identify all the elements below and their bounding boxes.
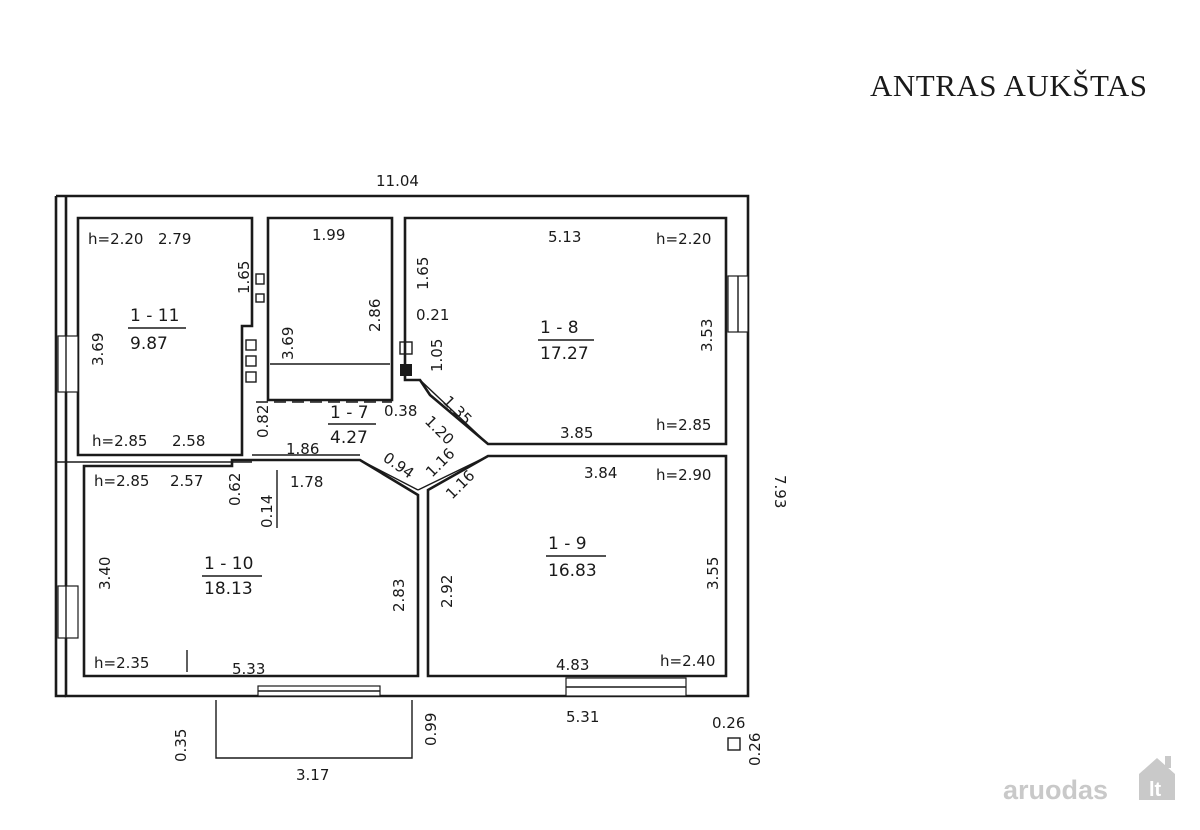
- r11-area: 9.87: [130, 334, 168, 354]
- r10-hall-width: 1.78: [290, 473, 323, 491]
- windows: [57, 275, 749, 697]
- r8-right: 3.53: [698, 319, 716, 352]
- inner-details: [56, 363, 489, 672]
- r7-dim-6: 0.94: [380, 449, 418, 483]
- r10-id: 1 - 10: [204, 554, 253, 574]
- r9-left: 2.92: [438, 575, 456, 608]
- dim-column-d: 0.26: [746, 733, 764, 766]
- r8-id: 1 - 8: [540, 318, 579, 338]
- r7-dim-2: 1.86: [286, 440, 319, 458]
- stair-depth: 3.69: [279, 327, 297, 360]
- r8-left: 1.65: [414, 257, 432, 290]
- dim-porch-right: 0.99: [422, 713, 440, 746]
- watermark: aruodas: [1003, 775, 1108, 806]
- r7-area: 4.27: [330, 428, 368, 448]
- dim-porch-width: 3.17: [296, 766, 329, 784]
- r9-height-top: h=2.90: [656, 466, 711, 484]
- r10-left: 3.40: [96, 557, 114, 590]
- r8-area: 17.27: [540, 344, 589, 364]
- plan-title: ANTRAS AUKŠTAS: [870, 68, 1148, 103]
- r10-height-top: h=2.85: [94, 472, 149, 490]
- r8-width-bottom: 3.85: [560, 424, 593, 442]
- stair-width-top: 1.99: [312, 226, 345, 244]
- r9-right: 3.55: [704, 557, 722, 590]
- r9-id: 1 - 9: [548, 534, 587, 554]
- r11-width-bottom: 2.58: [172, 432, 205, 450]
- dim-overall-width: 11.04: [376, 172, 419, 190]
- r11-depth: 3.69: [89, 333, 107, 366]
- r9-area: 16.83: [548, 561, 597, 581]
- r7-dim-1: 0.82: [254, 405, 272, 438]
- r11-right-upper: 1.65: [235, 261, 253, 294]
- watermark-tld: lt: [1149, 779, 1162, 801]
- r10-height-bottom: h=2.35: [94, 654, 149, 672]
- r8-height-top: h=2.20: [656, 230, 711, 248]
- r8-width-top: 5.13: [548, 228, 581, 246]
- r8-height-bottom: h=2.85: [656, 416, 711, 434]
- r11-width-top: 2.79: [158, 230, 191, 248]
- watermark-house-icon: lt: [1139, 756, 1175, 801]
- vent-boxes: [245, 273, 413, 383]
- r7-dim-8: 1.16: [442, 466, 478, 502]
- r9-height-bottom: h=2.40: [660, 652, 715, 670]
- r9-width-bottom: 4.83: [556, 656, 589, 674]
- r9-width-top: 3.84: [584, 464, 617, 482]
- porch: [215, 700, 741, 759]
- outer-walls: [54, 194, 750, 698]
- r11-id: 1 - 11: [130, 306, 179, 326]
- r10-width-bottom: 5.33: [232, 660, 265, 678]
- dim-overall-depth: 7.93: [771, 475, 789, 508]
- r8-niche: 0.21: [416, 306, 449, 324]
- r10-width-top: 2.57: [170, 472, 203, 490]
- r10-right: 2.83: [390, 579, 408, 612]
- dim-bottom-right: 5.31: [566, 708, 599, 726]
- r8-left-lower: 1.05: [428, 339, 446, 372]
- r10-area: 18.13: [204, 579, 253, 599]
- r7-dim-3: 0.38: [384, 402, 417, 420]
- dim-column-w: 0.26: [712, 714, 745, 732]
- watermark-brand: aruodas: [1003, 775, 1109, 805]
- stair-length: 2.86: [366, 299, 384, 332]
- r10-step: 0.14: [258, 495, 276, 528]
- r11-height-top: h=2.20: [88, 230, 143, 248]
- dim-porch-left: 0.35: [172, 729, 190, 762]
- r10-post: 0.62: [226, 473, 244, 506]
- r7-id: 1 - 7: [330, 403, 369, 423]
- r11-height-bottom: h=2.85: [92, 432, 147, 450]
